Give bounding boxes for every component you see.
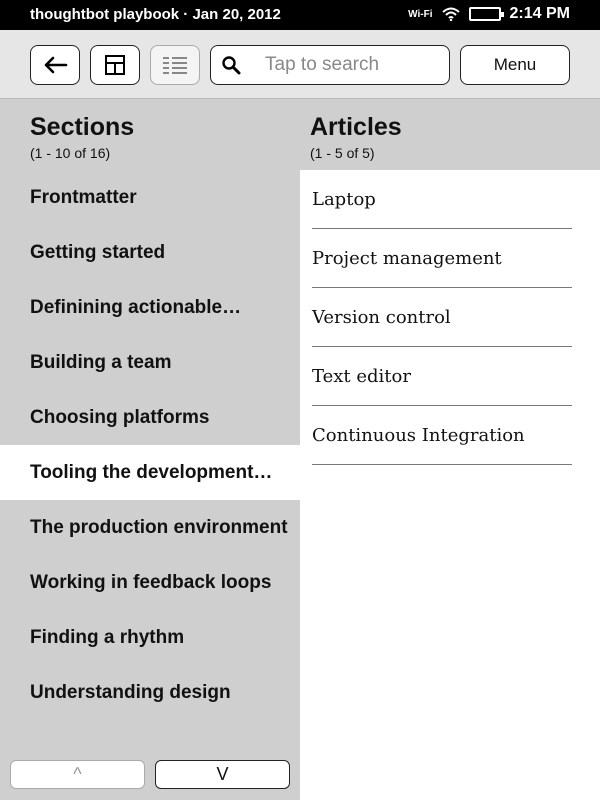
page-down-button[interactable]: V: [155, 760, 290, 789]
menu-button[interactable]: Menu: [460, 45, 570, 85]
section-item[interactable]: Frontmatter: [30, 186, 137, 208]
search-input[interactable]: Tap to search: [210, 45, 450, 85]
article-item[interactable]: Project management: [312, 229, 572, 288]
wifi-label: Wi-Fi: [408, 8, 433, 20]
back-button[interactable]: [30, 45, 80, 85]
section-item[interactable]: The production environment: [30, 516, 288, 538]
article-item[interactable]: Laptop: [312, 170, 572, 229]
wifi-icon: [441, 7, 460, 21]
article-item[interactable]: Continuous Integration: [312, 406, 572, 465]
section-item[interactable]: Finding a rhythm: [30, 626, 185, 648]
clock: 2:14 PM: [509, 5, 570, 22]
battery-icon: [468, 7, 504, 21]
back-arrow-icon: [44, 56, 68, 74]
page-up-button[interactable]: ^: [10, 760, 145, 789]
toolbar: Tap to search Menu: [0, 30, 600, 99]
articles-count: (1 - 5 of 5): [310, 145, 375, 161]
status-title: thoughtbot playbook · Jan 20, 2012: [30, 6, 281, 23]
articles-header: Articles (1 - 5 of 5): [300, 99, 600, 170]
section-item[interactable]: Tooling the development…: [0, 445, 300, 500]
sections-title: Sections: [30, 113, 135, 141]
section-list: Frontmatter Getting started Definining a…: [0, 170, 300, 720]
section-item[interactable]: Definining actionable…: [30, 296, 242, 318]
section-item[interactable]: Building a team: [30, 351, 172, 373]
section-item[interactable]: Working in feedback loops: [30, 571, 272, 593]
status-indicators: Wi-Fi 2:14 PM: [408, 5, 570, 23]
section-item[interactable]: Understanding design: [30, 681, 231, 703]
list-view-icon: [163, 57, 187, 74]
sections-count: (1 - 10 of 16): [30, 145, 111, 161]
section-item[interactable]: Getting started: [30, 241, 166, 263]
status-bar: thoughtbot playbook · Jan 20, 2012 Wi-Fi…: [0, 0, 600, 30]
articles-title: Articles: [310, 113, 402, 141]
sections-panel: Sections (1 - 10 of 16) Frontmatter Gett…: [0, 99, 300, 800]
grid-view-button[interactable]: [90, 45, 140, 85]
section-item[interactable]: Choosing platforms: [30, 406, 210, 428]
search-icon: [222, 56, 241, 75]
search-placeholder: Tap to search: [265, 54, 380, 75]
list-view-button[interactable]: [150, 45, 200, 85]
article-list: Laptop Project management Version contro…: [312, 170, 572, 465]
grid-view-icon: [105, 55, 125, 75]
article-item[interactable]: Version control: [312, 288, 572, 347]
article-item[interactable]: Text editor: [312, 347, 572, 406]
